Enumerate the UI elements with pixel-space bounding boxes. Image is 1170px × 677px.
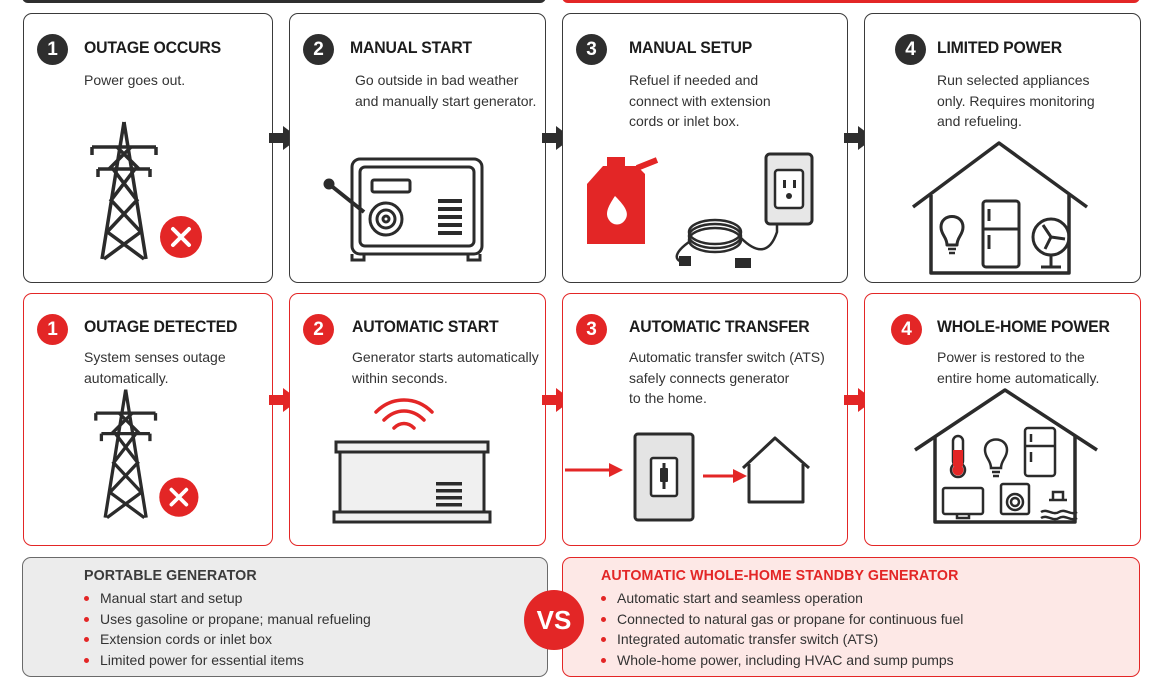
bullet-icon	[84, 596, 89, 601]
bullet-icon	[84, 637, 89, 642]
bullet-icon	[601, 657, 606, 663]
step-title: OUTAGE OCCURS	[84, 38, 221, 57]
arrow-right-icon	[844, 126, 874, 150]
list-item-text: Manual start and setup	[100, 590, 243, 606]
standby-step-4-card: 4 WHOLE-HOME POWER Power is restored to …	[864, 293, 1141, 546]
standby-step-3-card: 3 AUTOMATIC TRANSFER Automatic transfer …	[562, 293, 848, 546]
list-item-text: Uses gasoline or propane; manual refueli…	[100, 610, 371, 627]
list-item-text: Automatic start and seamless operation	[617, 590, 863, 606]
step-title: OUTAGE DETECTED	[84, 317, 238, 336]
step-description: System senses outage automatically.	[84, 349, 226, 386]
gas-can-cord-outlet-icon	[587, 152, 814, 268]
step-title: LIMITED POWER	[937, 38, 1062, 57]
arrow-right-red-icon	[844, 388, 874, 412]
standby-generator-icon	[332, 398, 492, 524]
step-number-badge: 3	[576, 314, 607, 345]
step-title: WHOLE-HOME POWER	[937, 317, 1110, 336]
step-number-badge: 2	[303, 314, 334, 345]
step-title: AUTOMATIC TRANSFER	[629, 317, 810, 336]
list-item: Manual start and setup	[84, 588, 371, 609]
arrow-right-icon	[269, 126, 299, 150]
bullet-icon	[601, 616, 606, 622]
step-number-badge: 3	[576, 34, 607, 65]
list-item-text: Connected to natural gas or propane for …	[617, 610, 964, 627]
step-description: Generator starts automatically within se…	[352, 349, 539, 386]
power-tower-x-icon	[90, 121, 202, 261]
arrow-right-red-icon	[269, 388, 299, 412]
step-title: MANUAL START	[350, 38, 472, 57]
top-bar-standby	[562, 0, 1140, 3]
step-number-badge: 1	[37, 34, 68, 65]
portable-step-3-card: 3 MANUAL SETUP Refuel if needed and conn…	[562, 13, 848, 283]
step-description: Refuel if needed and connect with extens…	[629, 72, 771, 129]
portable-summary-panel: PORTABLE GENERATOR Manual start and setu…	[22, 557, 548, 677]
list-item-text: Extension cords or inlet box	[100, 631, 272, 647]
standby-step-2-card: 2 AUTOMATIC START Generator starts autom…	[289, 293, 546, 546]
house-all-appliances-icon	[914, 388, 1098, 524]
step-title: AUTOMATIC START	[352, 317, 499, 336]
bullet-icon	[601, 637, 606, 642]
step-description: Power goes out.	[84, 72, 186, 88]
power-tower-x-icon	[94, 389, 199, 519]
top-bar-portable	[22, 0, 546, 3]
step-description: Automatic transfer switch (ATS) safely c…	[629, 349, 825, 406]
step-number-badge: 2	[303, 34, 334, 65]
list-item-text: Whole-home power, including HVAC and sum…	[617, 651, 954, 668]
vs-badge: VS	[524, 590, 584, 650]
list-item-text: Integrated automatic transfer switch (AT…	[617, 631, 879, 647]
list-item: Limited power for essential items	[84, 650, 371, 671]
house-few-appliances-icon	[911, 141, 1089, 275]
transfer-switch-icon	[565, 432, 810, 522]
step-number-badge: 4	[891, 314, 922, 345]
bullet-icon	[601, 596, 606, 601]
arrow-right-icon	[542, 126, 572, 150]
step-description: Go outside in bad weather and manually s…	[355, 72, 537, 109]
list-item: Integrated automatic transfer switch (AT…	[601, 629, 963, 650]
summary-list: Manual start and setup Uses gasoline or …	[84, 588, 371, 670]
summary-list: Automatic start and seamless operation C…	[601, 588, 963, 670]
summary-title: AUTOMATIC WHOLE-HOME STANDBY GENERATOR	[601, 567, 959, 584]
step-description: Power is restored to the entire home aut…	[937, 349, 1100, 386]
list-item-text: Limited power for essential items	[100, 651, 304, 668]
step-description: Run selected appliances only. Requires m…	[937, 72, 1095, 129]
list-item: Connected to natural gas or propane for …	[601, 609, 963, 630]
step-number-badge: 4	[895, 34, 926, 65]
portable-step-2-card: 2 MANUAL START Go outside in bad weather…	[289, 13, 546, 283]
portable-step-1-card: 1 OUTAGE OCCURS Power goes out.	[23, 13, 273, 283]
list-item: Automatic start and seamless operation	[601, 588, 963, 609]
step-number-badge: 1	[37, 314, 68, 345]
bullet-icon	[84, 616, 89, 622]
portable-generator-icon	[323, 157, 484, 262]
standby-step-1-card: 1 OUTAGE DETECTED System senses outage a…	[23, 293, 273, 546]
list-item: Whole-home power, including HVAC and sum…	[601, 650, 963, 671]
arrow-right-red-icon	[542, 388, 572, 412]
list-item: Uses gasoline or propane; manual refueli…	[84, 609, 371, 630]
summary-title: PORTABLE GENERATOR	[84, 567, 257, 584]
step-title: MANUAL SETUP	[629, 38, 753, 57]
bullet-icon	[84, 657, 89, 663]
portable-step-4-card: 4 LIMITED POWER Run selected appliances …	[864, 13, 1141, 283]
list-item: Extension cords or inlet box	[84, 629, 371, 650]
standby-summary-panel: AUTOMATIC WHOLE-HOME STANDBY GENERATOR A…	[562, 557, 1140, 677]
